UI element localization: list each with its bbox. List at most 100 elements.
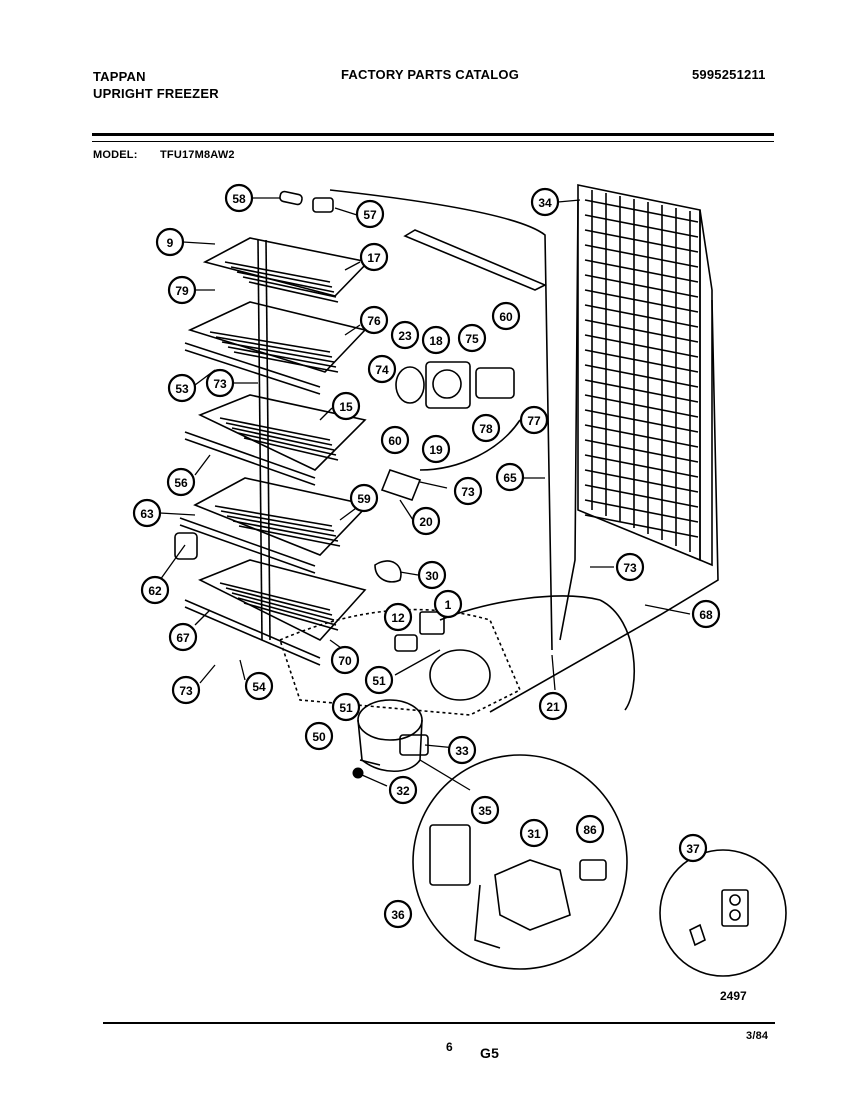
coil-tube — [584, 409, 699, 433]
svg-text:9: 9 — [167, 236, 174, 250]
coil-tube — [584, 319, 699, 343]
shelf-wire — [221, 341, 335, 363]
callout-76: 76 — [359, 305, 389, 335]
svg-text:60: 60 — [388, 434, 402, 448]
header-rule-bottom — [92, 141, 774, 142]
callout-leader-lines — [159, 197, 691, 787]
svg-text:75: 75 — [465, 332, 479, 346]
shelf-wire — [243, 602, 339, 631]
shelf-wire — [231, 427, 335, 451]
svg-text:23: 23 — [398, 329, 412, 343]
svg-text:73: 73 — [213, 377, 227, 391]
callout-60: 60 — [380, 425, 410, 455]
callout-51: 51 — [331, 692, 361, 722]
svg-text:67: 67 — [176, 631, 190, 645]
shelf-wire — [236, 271, 335, 293]
coil-tube — [584, 439, 699, 463]
callout-33: 33 — [447, 735, 477, 765]
shelf-wire — [230, 266, 333, 288]
svg-text:53: 53 — [175, 382, 189, 396]
svg-text:18: 18 — [429, 334, 443, 348]
thermostat-tube — [279, 190, 334, 213]
coil-tube — [584, 394, 699, 418]
svg-text:77: 77 — [527, 414, 541, 428]
svg-text:36: 36 — [391, 908, 405, 922]
model-label: MODEL: — [93, 149, 138, 161]
svg-text:32: 32 — [396, 784, 410, 798]
callout-31: 31 — [519, 818, 549, 848]
shelf-wire — [237, 597, 337, 626]
shelf-wire — [231, 592, 335, 621]
shelf-wire — [225, 587, 333, 616]
svg-text:76: 76 — [367, 314, 381, 328]
shelf-wire-detail — [209, 261, 341, 631]
coil-tube — [584, 244, 699, 268]
shelf-wire — [224, 261, 331, 283]
shelf-4 — [179, 477, 370, 574]
callout-73: 73 — [205, 368, 235, 398]
air-baffle — [403, 229, 547, 291]
callout-79: 79 — [167, 275, 197, 305]
callout-77: 77 — [519, 405, 549, 435]
callout-60: 60 — [491, 301, 521, 331]
callout-50: 50 — [304, 721, 334, 751]
shelf-wire — [233, 351, 339, 373]
shelf-wire — [219, 582, 331, 611]
svg-text:73: 73 — [179, 684, 193, 698]
wiring-diagram-detail-circle — [659, 849, 787, 977]
coil-tube — [584, 454, 699, 478]
coil-tube — [584, 499, 699, 523]
svg-text:30: 30 — [425, 569, 439, 583]
svg-text:59: 59 — [357, 492, 371, 506]
brand-name: TAPPAN — [93, 69, 146, 84]
coil-tube — [584, 259, 699, 283]
coil-tube — [584, 364, 699, 388]
callout-86: 86 — [575, 814, 605, 844]
coil-tube — [584, 469, 699, 493]
callout-32: 32 — [388, 775, 418, 805]
shelf-wire — [227, 346, 337, 368]
coil-tube — [584, 274, 699, 298]
svg-text:31: 31 — [527, 827, 541, 841]
callout-57: 57 — [355, 199, 385, 229]
svg-text:50: 50 — [312, 730, 326, 744]
catalog-title: FACTORY PARTS CATALOG — [341, 67, 520, 82]
control-assembly — [380, 361, 521, 501]
coil-tube — [584, 334, 699, 358]
svg-text:86: 86 — [583, 823, 597, 837]
callout-53: 53 — [167, 373, 197, 403]
machine-compartment-base — [279, 608, 522, 716]
page-number: 6 — [446, 1040, 453, 1054]
callout-30: 30 — [417, 560, 447, 590]
callout-68: 68 — [691, 599, 721, 629]
coil-tube — [584, 484, 699, 508]
svg-text:19: 19 — [429, 443, 443, 457]
callout-23: 23 — [390, 320, 420, 350]
callout-15: 15 — [331, 391, 361, 421]
callout-65: 65 — [495, 462, 525, 492]
callout-18: 18 — [421, 325, 451, 355]
svg-text:33: 33 — [455, 744, 469, 758]
svg-text:70: 70 — [338, 654, 352, 668]
shelf-wire — [248, 281, 339, 303]
svg-text:65: 65 — [503, 471, 517, 485]
svg-text:58: 58 — [232, 192, 246, 206]
svg-text:35: 35 — [478, 804, 492, 818]
callout-73: 73 — [615, 552, 645, 582]
callout-73: 73 — [171, 675, 201, 705]
shelf-wire — [232, 520, 339, 542]
svg-text:79: 79 — [175, 284, 189, 298]
callout-36: 36 — [383, 899, 413, 929]
callout-67: 67 — [168, 622, 198, 652]
shelf-5 — [184, 559, 367, 666]
svg-text:57: 57 — [363, 208, 377, 222]
drawing-number: 2497 — [720, 989, 747, 1003]
product-type: UPRIGHT FREEZER — [93, 86, 219, 101]
catalog-number: 5995251211 — [692, 67, 766, 82]
svg-text:73: 73 — [623, 561, 637, 575]
callout-20: 20 — [411, 506, 441, 536]
callout-70: 70 — [330, 645, 360, 675]
svg-text:15: 15 — [339, 400, 353, 414]
